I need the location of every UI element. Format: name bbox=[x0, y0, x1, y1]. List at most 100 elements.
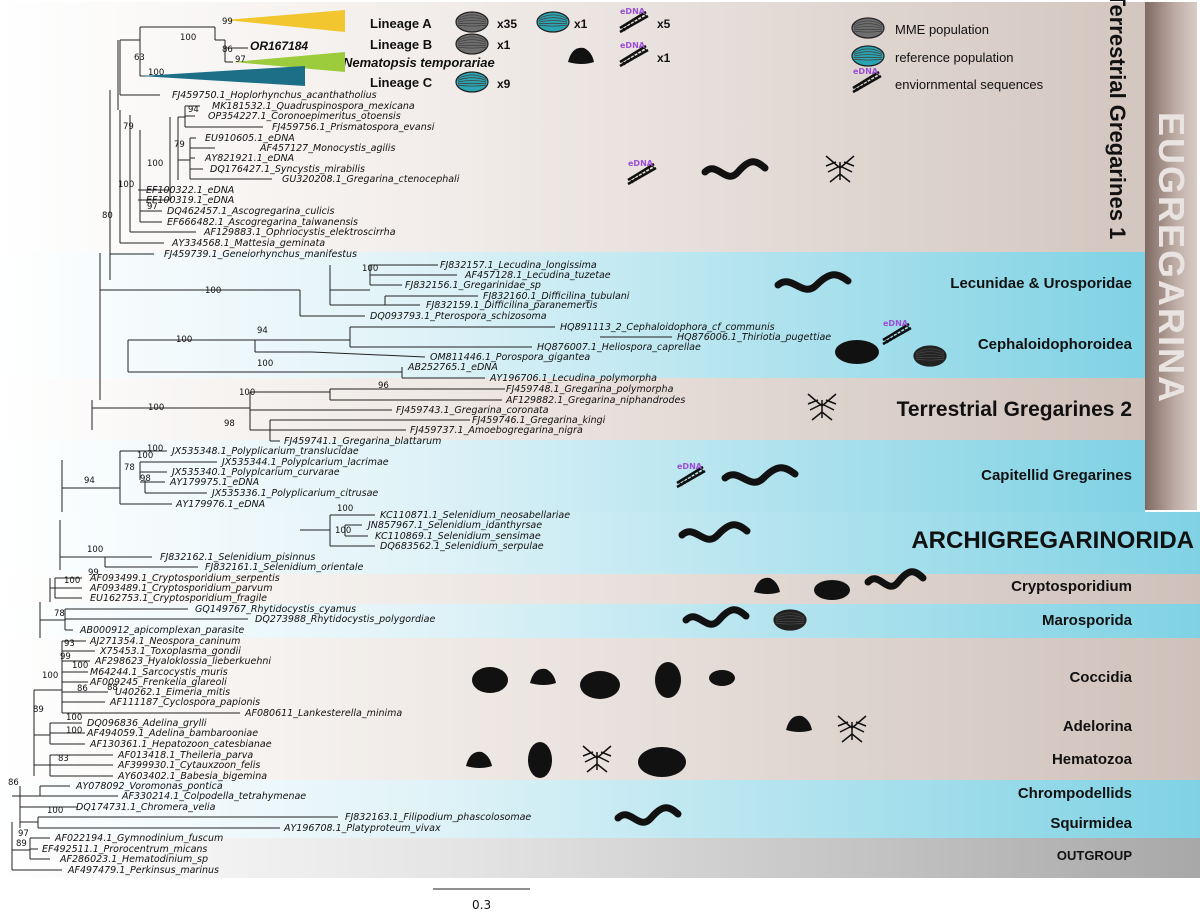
edna-icon: eDNA bbox=[619, 41, 649, 68]
reference-shell-icon bbox=[536, 11, 570, 33]
tip-label: AF129883.1_Ophriocystis_elektroscirrha bbox=[203, 227, 396, 238]
tip-label: JX535340.1_Polyplcarium_curvarae bbox=[170, 467, 340, 478]
support-value: 98 bbox=[224, 419, 235, 429]
tip-label: FJ832163.1_Filipodium_phascolosomae bbox=[345, 812, 531, 823]
support-value: 94 bbox=[188, 105, 199, 115]
group-label-archigregarinorida: ARCHIGREGARINORIDA bbox=[911, 527, 1194, 554]
edna-label: eDNA bbox=[677, 462, 703, 471]
support-value: 100 bbox=[72, 661, 88, 671]
tip-label: M64244.1_Sarcocystis_muris bbox=[90, 667, 228, 678]
support-value: 100 bbox=[118, 180, 134, 190]
support-value: 100 bbox=[180, 33, 196, 43]
tip-label: HQ876006.1_Thiriotia_pugettiae bbox=[677, 332, 831, 343]
lineage-a-triangle bbox=[225, 10, 345, 32]
tip-label: EF492511.1_Prorocentrum_micans bbox=[42, 844, 207, 855]
tip-label: FJ832157.1_Lecudina_longissima bbox=[440, 260, 597, 271]
tip-label: FJ832161.1_Selenidium_orientale bbox=[205, 562, 363, 573]
frog-icon bbox=[466, 751, 492, 768]
support-value: 99 bbox=[60, 652, 71, 662]
edna-icon: eDNA bbox=[619, 7, 649, 34]
legend-reference-icon bbox=[851, 45, 885, 67]
tip-label: FJ832159.1_Difficilina_paranemertis bbox=[426, 300, 597, 311]
support-value: 100 bbox=[87, 545, 103, 555]
tip-label: FJ459746.1_Gregarina_kingi bbox=[472, 415, 606, 426]
dog-icon bbox=[472, 667, 508, 693]
tip-label: GU320208.1_Gregarina_ctenocephali bbox=[282, 174, 460, 185]
band-chrompodellids bbox=[0, 780, 1200, 808]
support-value: 100 bbox=[66, 713, 82, 723]
lineage-b-sample: OR167184 bbox=[250, 39, 309, 53]
support-value: 98 bbox=[140, 474, 151, 484]
support-value: 78 bbox=[54, 609, 65, 619]
bison-icon bbox=[638, 747, 686, 777]
tip-label: KC110871.1_Selenidium_neosabellariae bbox=[380, 510, 570, 521]
support-value: 100 bbox=[176, 335, 192, 345]
support-value: 88 bbox=[107, 683, 118, 693]
edna-label: eDNA bbox=[628, 159, 654, 168]
worm-icon bbox=[614, 804, 682, 826]
oyster-icon bbox=[773, 609, 807, 631]
support-value: 100 bbox=[64, 576, 80, 586]
lineage-b-label: Lineage B bbox=[370, 37, 433, 52]
mouse-icon bbox=[709, 670, 735, 686]
oyster-icon bbox=[913, 345, 947, 367]
mme-shell-icon bbox=[455, 11, 489, 33]
nematopsis-triangle bbox=[233, 52, 345, 72]
edna-label: eDNA bbox=[853, 67, 879, 76]
tip-label: EU162753.1_Cryptosporidium_fragile bbox=[90, 593, 267, 604]
worm-icon bbox=[678, 521, 751, 543]
tip-label: GQ149767_Rhytidocystis_cyamus bbox=[195, 604, 356, 615]
edna-icon: eDNA bbox=[676, 462, 706, 489]
monkey-icon bbox=[580, 671, 620, 699]
support-value: 97 bbox=[235, 55, 246, 65]
support-value: 100 bbox=[205, 286, 221, 296]
tip-label: DQ176427.1_Syncystis_mirabilis bbox=[210, 164, 365, 175]
support-value: 94 bbox=[257, 326, 268, 336]
frog-icon bbox=[568, 47, 594, 64]
edna-label: eDNA bbox=[620, 7, 646, 16]
frog-icon bbox=[786, 715, 812, 732]
tip-label: AF494059.1_Adelina_bambarooniae bbox=[86, 728, 258, 739]
tip-label: EF100322.1_eDNA bbox=[146, 185, 234, 196]
tip-label: AF013418.1_Theileria_parva bbox=[117, 750, 253, 761]
worm-icon bbox=[701, 158, 769, 180]
tip-label: AY078092_Voromonas_pontica bbox=[75, 781, 223, 792]
edna-label: eDNA bbox=[620, 41, 646, 50]
frog-icon bbox=[754, 577, 780, 594]
cat-icon bbox=[655, 662, 681, 698]
tip-label: DQ462457.1_Ascogregarina_culicis bbox=[167, 206, 335, 217]
support-value: 86 bbox=[222, 45, 233, 55]
tip-label: DQ683562.1_Selenidium_serpulae bbox=[380, 541, 544, 552]
tip-label: FJ459756.1_Prismatospora_evansi bbox=[272, 122, 435, 133]
tip-label: AF093499.1_Cryptosporidium_serpentis bbox=[89, 573, 280, 584]
group-label-coccidia: Coccidia bbox=[1069, 669, 1132, 686]
tip-label: OP354227.1_Coronoepimeritus_otoensis bbox=[208, 111, 401, 122]
tip-label: JN857967.1_Selenidium_idanthyrsae bbox=[366, 520, 542, 531]
mosquito-icon bbox=[582, 745, 612, 773]
worm-icon bbox=[774, 271, 852, 293]
lineage-a-count-mme: x35 bbox=[497, 17, 518, 31]
band-hematozoa bbox=[0, 742, 1200, 780]
mosquito-icon bbox=[825, 155, 855, 183]
tip-label: KC110869.1_Selenidium_sensimae bbox=[375, 531, 541, 542]
support-value: 100 bbox=[362, 264, 378, 274]
lineage-a-count-ref: x1 bbox=[574, 17, 588, 31]
support-value: 100 bbox=[148, 403, 164, 413]
tip-label: AF093489.1_Cryptosporidium_parvum bbox=[89, 583, 272, 594]
tip-label: AF130361.1_Hepatozoon_catesbianae bbox=[89, 739, 272, 750]
tip-label: AF298623_Hyaloklossia_lieberkuehni bbox=[94, 656, 271, 667]
support-value: 86 bbox=[77, 684, 88, 694]
eugregarina-bar bbox=[1145, 2, 1197, 510]
legend-reference: reference population bbox=[895, 50, 1014, 65]
edna-icon: eDNA bbox=[882, 319, 912, 346]
tip-label: MK181532.1_Quadruspinospora_mexicana bbox=[212, 101, 415, 112]
dog-icon bbox=[814, 580, 850, 600]
legend-mme: MME population bbox=[895, 22, 989, 37]
support-value: 100 bbox=[47, 806, 63, 816]
tip-label: U40262.1_Eimeria_mitis bbox=[115, 687, 230, 698]
tip-label: DQ096836_Adelina_grylli bbox=[87, 718, 207, 729]
legend-env: enviornmental sequences bbox=[895, 77, 1044, 92]
support-value: 93 bbox=[64, 639, 75, 649]
